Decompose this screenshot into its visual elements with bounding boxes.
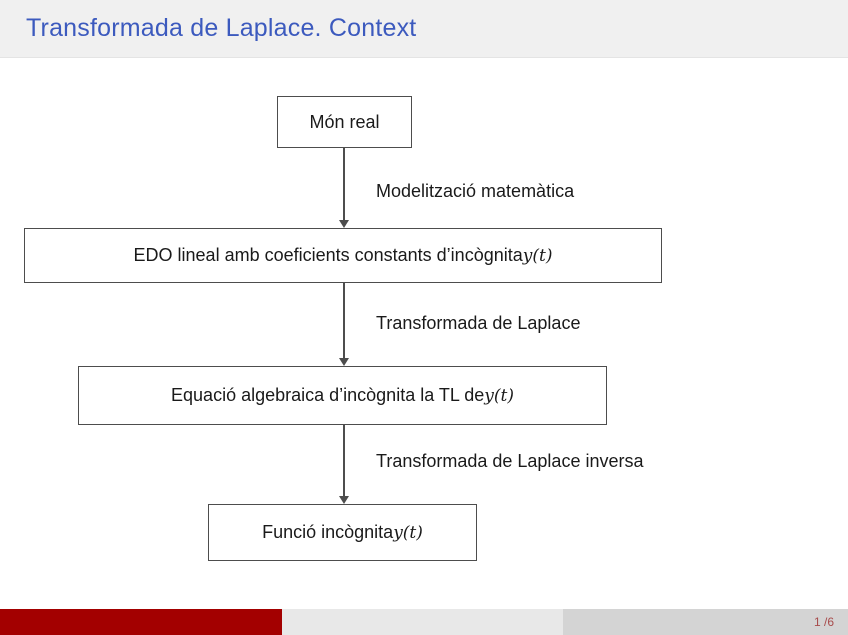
- flowchart-node-edo: EDO lineal amb coeficients constants d’i…: [24, 228, 662, 283]
- footer-segment-gray-dark: 1 /6: [563, 609, 848, 635]
- edge-label-transformada-inversa: Transformada de Laplace inversa: [376, 451, 644, 471]
- page-number: 1 /6: [813, 615, 834, 629]
- flowchart-arrow-line: [343, 425, 345, 497]
- edge-label-modelitzacio: Modelització matemàtica: [376, 181, 575, 201]
- slide-header: Transformada de Laplace. Context: [0, 0, 848, 58]
- footer-segment-gray-light: [282, 609, 563, 635]
- flowchart-node-mon-real: Món real: [277, 96, 412, 148]
- footer-segment-red: [0, 609, 282, 635]
- math-y-of-t: y(t): [484, 385, 514, 406]
- page-title: Transformada de Laplace. Context: [26, 14, 417, 42]
- arrow-down-icon: [339, 358, 349, 366]
- edge-label-transformada: Transformada de Laplace: [376, 313, 581, 333]
- node-label: Món real: [309, 111, 380, 132]
- flowchart-arrow-line: [343, 283, 345, 359]
- node-label: EDO lineal amb coeficients constants d’i…: [133, 245, 523, 265]
- slide-footer: 1 /6: [0, 609, 848, 635]
- arrow-down-icon: [339, 496, 349, 504]
- node-label: Funció incògnita: [262, 522, 394, 542]
- math-y-of-t: y(t): [393, 522, 423, 543]
- flowchart-arrow-line: [343, 148, 345, 221]
- flowchart-node-equacio: Equació algebraica d’incògnita la TL de …: [78, 366, 607, 425]
- flowchart-node-funcio: Funció incògnita y(t): [208, 504, 477, 561]
- node-label: Equació algebraica d’incògnita la TL de: [171, 385, 485, 405]
- arrow-down-icon: [339, 220, 349, 228]
- math-y-of-t: y(t): [522, 245, 553, 266]
